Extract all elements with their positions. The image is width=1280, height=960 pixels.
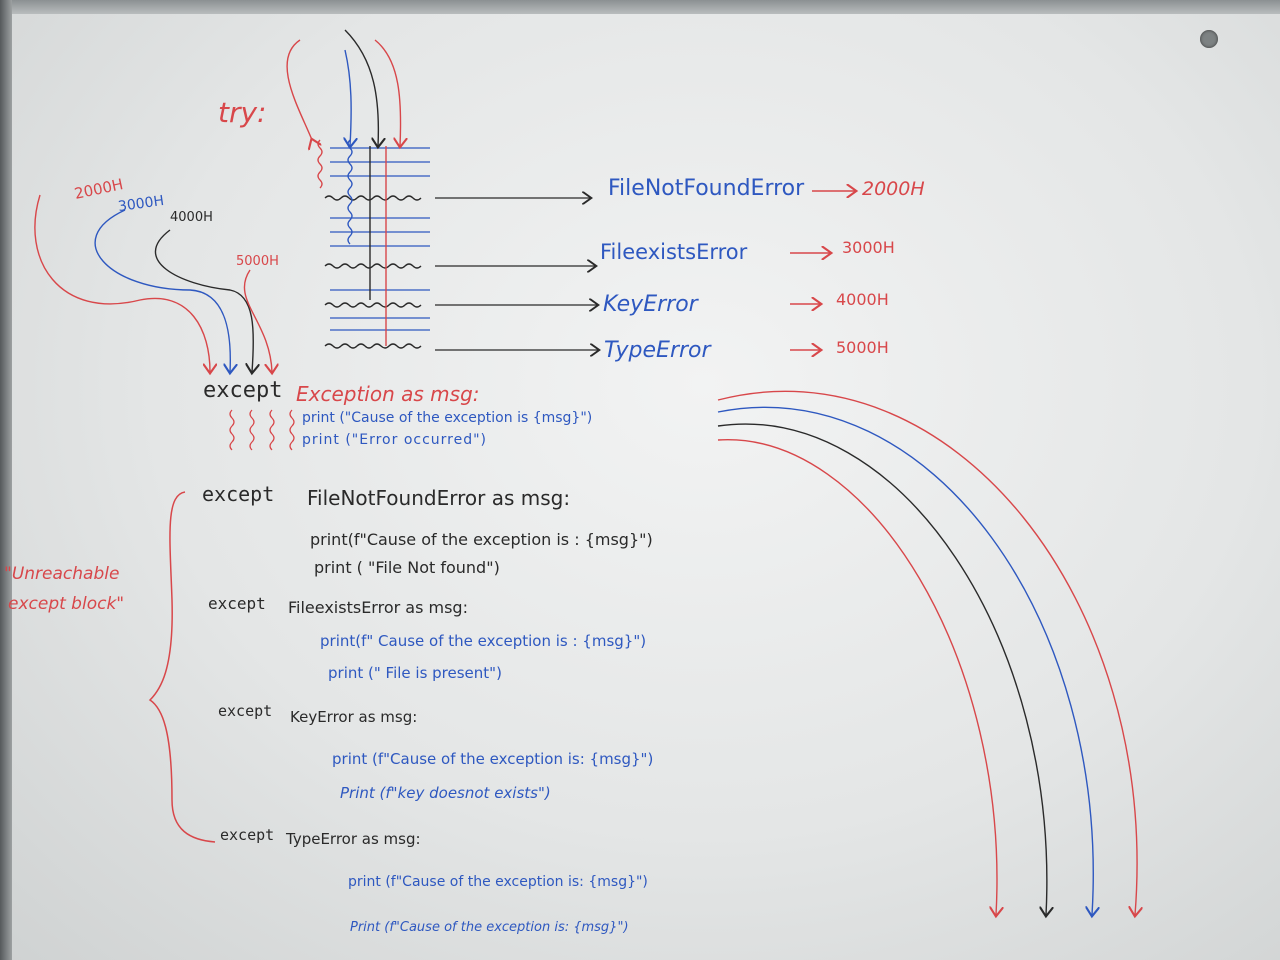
except-block-2-line-1: print(f" Cause of the exception is : {ms…	[320, 632, 647, 650]
generic-except-keyword: except	[203, 378, 283, 403]
except-block-2-clause: FileexistsError as msg:	[288, 598, 468, 617]
address-arrows	[790, 191, 855, 350]
except-block-1-line-2: print ( "File Not found")	[314, 558, 500, 577]
address-5000-label: 5000H	[236, 254, 279, 269]
generic-except-line-2: print ("Error occurred")	[302, 432, 488, 448]
try-vertical-squiggle-red	[317, 139, 323, 189]
table-row-1-address: 2000H	[862, 178, 925, 200]
except-block-2-keyword: except	[208, 594, 266, 613]
address-4000-label: 4000H	[170, 210, 213, 225]
jump-arc-3000-blue	[94, 209, 230, 372]
board-frame-top	[0, 0, 1280, 14]
big-arc-blue	[717, 406, 1093, 915]
table-arrows	[435, 198, 598, 350]
except-block-2-line-2: print (" File is present")	[328, 664, 502, 682]
try-vertical-squiggle-blue	[347, 139, 353, 245]
unreachable-brace	[148, 491, 216, 843]
except-block-3-clause: KeyError as msg:	[290, 708, 418, 726]
big-arc-red-inner	[717, 439, 997, 915]
jump-arc-2000-red	[34, 194, 210, 372]
table-row-2-name: FileexistsError	[600, 240, 748, 264]
try-block-squiggles	[324, 195, 422, 349]
mounting-screw	[1200, 30, 1218, 48]
except-block-4-keyword: except	[220, 826, 275, 844]
except-block-4-line-1: print (f"Cause of the exception is: {msg…	[348, 874, 648, 890]
except-block-4-line-2: Print (f"Cause of the exception is: {msg…	[350, 920, 629, 935]
generic-except-clause: Exception as msg:	[296, 382, 480, 406]
jump-arc-5000-red	[243, 269, 272, 372]
try-label: try:	[218, 96, 267, 129]
board-frame-left	[0, 0, 12, 960]
except-block-3-line-1: print (f"Cause of the exception is: {msg…	[332, 750, 654, 768]
generic-except-line-1: print ("Cause of the exception is {msg}"…	[302, 410, 593, 426]
flow-arrow-red-left	[286, 39, 312, 140]
table-row-1-name: FileNotFoundError	[608, 176, 805, 201]
big-arc-red-outer	[717, 390, 1137, 915]
flow-arrow-red-right	[374, 39, 401, 146]
table-row-2-address: 3000H	[842, 238, 895, 257]
big-arc-black	[717, 423, 1047, 915]
except-block-1-keyword: except	[202, 482, 275, 506]
table-row-3-address: 4000H	[836, 290, 889, 309]
table-row-3-name: KeyError	[603, 292, 698, 317]
unreachable-note-line-2: except block"	[8, 594, 125, 614]
flow-arrow-black	[344, 29, 378, 146]
generic-block-squiggles	[229, 409, 295, 451]
flow-arrow-blue	[345, 49, 351, 146]
jump-arc-4000-black	[154, 229, 253, 372]
except-block-1-line-1: print(f"Cause of the exception is : {msg…	[310, 530, 653, 549]
except-block-3-keyword: except	[218, 702, 273, 720]
table-row-4-name: TypeError	[604, 338, 711, 363]
except-block-4-clause: TypeError as msg:	[286, 830, 421, 848]
except-block-1-clause: FileNotFoundError as msg:	[307, 486, 571, 510]
except-block-3-line-2: Print (f"key doesnot exists")	[340, 784, 551, 802]
unreachable-note-line-1: "Unreachable	[4, 564, 120, 584]
table-row-4-address: 5000H	[836, 338, 889, 357]
